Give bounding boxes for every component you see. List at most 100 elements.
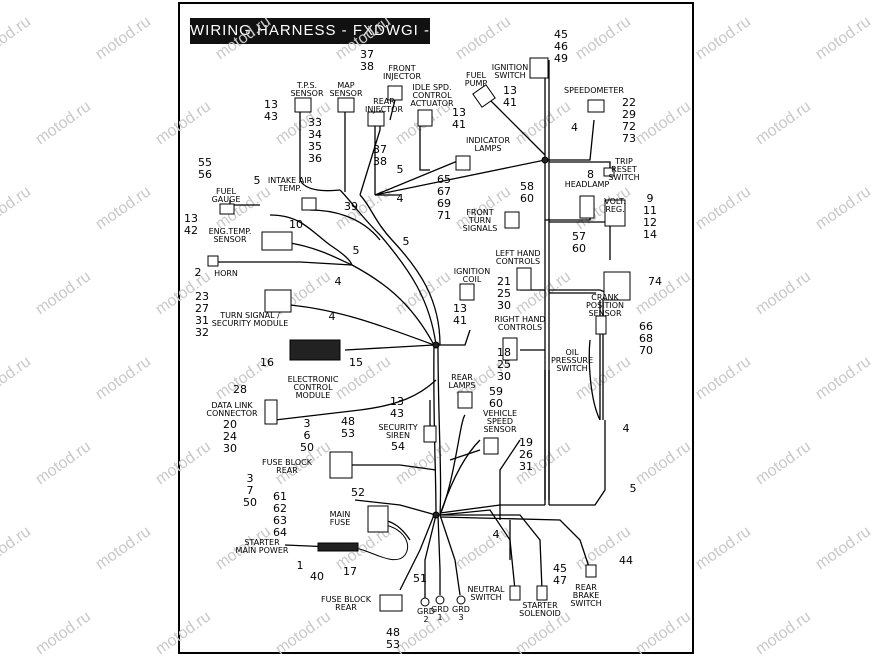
text-line: 4 [329,310,336,323]
text-line: 71 [437,209,451,222]
fuel-gauge-connector [219,203,235,215]
text-line: 46 [554,40,568,53]
text-line: STARTER [522,601,558,610]
callouts-starter-40-callout: 40 [310,570,324,583]
text-line: 2 [423,615,428,624]
text-line: 39 [344,200,358,213]
text-line: 43 [264,110,278,123]
text-line: 26 [519,448,533,461]
text-line: 50 [243,496,257,509]
right-hand-controls-connector [502,337,518,361]
text-line: SECURITY [378,423,417,432]
text-line: BRAKE [573,591,600,600]
part-74 [603,271,631,301]
text-line: 67 [437,185,451,198]
text-line: 65 [437,173,451,186]
text-line: 4 [397,192,404,205]
callouts-horn-2-callout: 2 [195,266,202,279]
text-line: 48 [341,415,355,428]
text-line: FUEL [216,187,237,196]
text-line: LEFT HAND [495,249,540,258]
trip-reset-switch-connector [603,167,615,177]
text-line: CRANK [591,293,619,302]
text-line: 9 [647,192,654,205]
text-line: 40 [310,570,324,583]
text-line: 60 [489,397,503,410]
text-line: 7 [247,484,254,497]
labels-tps-label: T.P.S.SENSOR [290,81,323,98]
text-line: TURN SIGNAL / [219,311,280,320]
text-line: FRONT [466,208,493,217]
text-line: 4 [493,528,500,541]
text-line: CONTROLS [496,257,540,266]
harness-junction-middle [432,341,440,349]
text-line: 72 [622,120,636,133]
voltage-regulator-connector [604,199,626,227]
callouts-eng-10-callout: 10 [289,218,303,231]
neutral-switch [509,585,521,601]
text-line: HORN [214,269,238,278]
text-line: 73 [622,132,636,145]
text-line: PRESSURE [551,356,593,365]
text-line: 62 [273,502,287,515]
text-line: 5 [397,163,404,176]
text-line: SWITCH [608,173,639,182]
starter-main-power-cable [317,542,359,552]
text-line: REAR [373,97,395,106]
text-line: 3 [458,613,463,622]
text-line: 4 [571,121,578,134]
text-line: SPEED [487,417,513,426]
horn-connector [207,255,219,267]
rear-lamps-connector [457,391,473,409]
turn-signal-security-module [264,289,292,313]
callouts-data-link-28-callout: 28 [233,383,247,396]
text-line: 13 [184,212,198,225]
text-line: SPEEDOMETER [564,86,624,95]
text-line: MAIN POWER [236,546,289,555]
text-line: NEUTRAL [468,585,505,594]
text-line: 31 [195,314,209,327]
callouts-gnd-51-callout: 51 [413,572,427,585]
text-line: 41 [453,314,467,327]
ignition-coil-connector [459,283,475,301]
text-line: 5 [254,174,261,187]
text-line: 38 [373,155,387,168]
text-line: HEADLAMP [565,180,610,189]
starter-solenoid [536,585,548,601]
text-line: FUSE BLOCK [262,458,313,467]
vehicle-speed-sensor-connector [483,437,499,455]
text-line: 59 [489,385,503,398]
diagram-title: WIRING HARNESS - FXDWGI - EFI [190,18,430,65]
text-line: 42 [184,224,198,237]
ignition-switch-connector [529,57,549,79]
text-line: REAR [575,583,597,592]
text-line: 34 [308,128,322,141]
text-line: 3 [304,417,311,430]
text-line: CONTROLS [498,323,542,332]
text-line: 4 [623,422,630,435]
text-line: SOLENOID [519,609,561,618]
text-line: 53 [386,638,400,651]
text-line: 36 [308,152,322,165]
callouts-starter-17-callout: 17 [343,565,357,578]
text-line: 13 [264,98,278,111]
text-line: 54 [391,440,405,453]
labels-eng-temp-label: ENG.TEMP.SENSOR [209,227,252,244]
text-line: 21 [497,275,511,288]
